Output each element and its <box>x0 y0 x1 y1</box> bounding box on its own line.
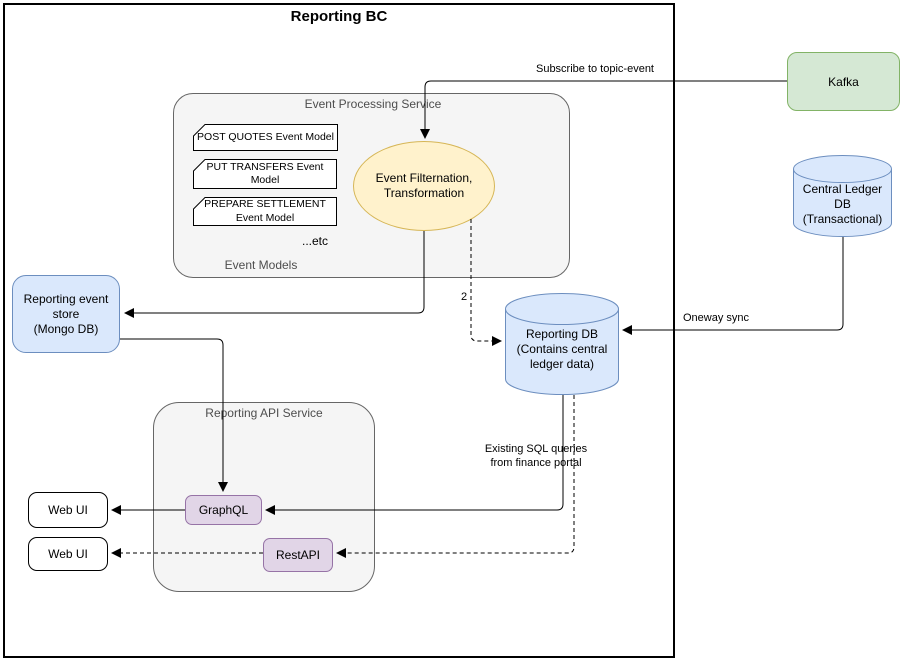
edge-label-sql-queries: Existing SQL queries from finance portal <box>484 443 588 469</box>
cylinder-rim <box>793 168 892 183</box>
event-processing-service-label: Event Processing Service <box>304 97 442 111</box>
kafka-node: Kafka <box>787 52 900 111</box>
edge-label-step-2: 2 <box>460 291 468 303</box>
event-model-card: PREPARE SETTLEMENT Event Model <box>193 197 337 226</box>
central-ledger-db-label: Central Ledger DB (Transactional) <box>802 182 883 226</box>
card-label: POST QUOTES Event Model <box>197 130 334 143</box>
reporting-api-service-label: Reporting API Service <box>205 406 323 420</box>
event-models-label: Event Models <box>224 258 298 272</box>
cylinder-shape <box>505 293 619 395</box>
reporting-bc-boundary <box>3 3 675 658</box>
reporting-db-node: Reporting DB (Contains central ledger da… <box>505 293 619 395</box>
event-filternation-node: Event Filternation, Transformation <box>353 141 495 231</box>
card-shape <box>193 159 337 189</box>
cylinder-shape <box>793 155 892 237</box>
graphql-node: GraphQL <box>185 495 262 525</box>
reporting-db-label: Reporting DB (Contains central ledger da… <box>516 327 608 371</box>
card-label: PUT TRANSFERS Event Model <box>206 160 324 186</box>
reporting-event-store-node: Reporting event store (Mongo DB) <box>12 275 120 353</box>
restapi-node: RestAPI <box>263 538 333 572</box>
event-model-card: PUT TRANSFERS Event Model <box>193 159 337 189</box>
web-ui-bottom-node: Web UI <box>28 537 108 571</box>
card-label: PREPARE SETTLEMENT Event Model <box>204 198 326 224</box>
card-shape <box>193 124 338 151</box>
etc-label: ...etc <box>301 234 328 248</box>
edge-label-subscribe: Subscribe to topic-event <box>535 63 654 75</box>
web-ui-top-node: Web UI <box>28 492 108 528</box>
card-shape <box>193 197 337 226</box>
central-ledger-db-node: Central Ledger DB (Transactional) <box>793 155 892 237</box>
diagram-title: Reporting BC <box>290 8 388 25</box>
event-model-card: POST QUOTES Event Model <box>193 124 338 151</box>
cylinder-rim <box>505 308 619 325</box>
edge-label-oneway-sync: Oneway sync <box>682 312 750 324</box>
